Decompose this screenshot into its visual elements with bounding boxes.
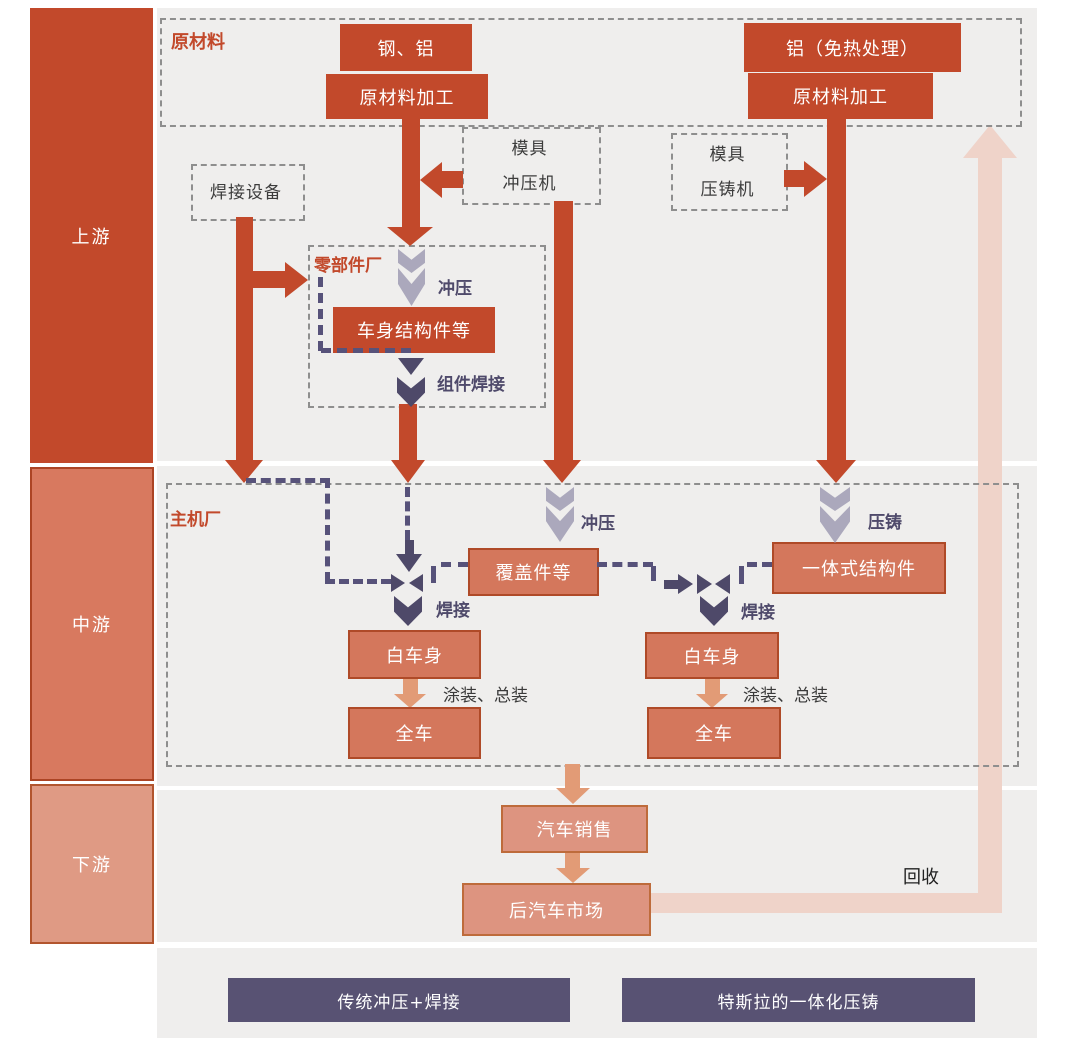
traditional-dash-oem-bottom <box>325 579 391 584</box>
biw-to-car-left-arrowhead-icon <box>394 694 426 708</box>
stamping-machine-to-oem-line <box>554 201 573 460</box>
stamping-machine-label: 冲压机 <box>502 173 557 194</box>
junction-left-arrow-down-icon <box>396 554 422 572</box>
recycle-path-horizontal <box>647 893 1002 913</box>
recycle-arrowhead-up-icon <box>963 125 1017 158</box>
component-welding-step-label: 组件焊接 <box>437 375 505 395</box>
traditional-dash-parts-horizontal <box>321 348 411 353</box>
legend-tesla-box: 特斯拉的一体化压铸 <box>622 978 975 1022</box>
stamping-machine-arrow-stem <box>442 171 463 188</box>
oem-to-sales-arrow-stem <box>565 764 580 788</box>
flow-raw-to-parts-line <box>402 119 420 227</box>
junction-right-arrow-right-icon <box>678 574 693 594</box>
body-in-white-left-box: 白车身 <box>348 630 481 679</box>
parts-to-oem-arrowhead-icon <box>391 460 425 483</box>
traditional-dash-oem-left-vertical <box>325 478 330 582</box>
downstream-band-label: 下游 <box>72 855 112 876</box>
recycle-path-vertical <box>978 158 1002 913</box>
integrated-left-dash <box>747 562 772 567</box>
oem-stamping-step-label: 冲压 <box>581 514 615 534</box>
mold-label-diecasting: 模具 <box>709 144 746 165</box>
welding-equipment-arrowhead-icon <box>225 460 263 483</box>
biw-to-car-left-arrow-stem <box>403 677 418 694</box>
upstream-band-label: 上游 <box>71 226 112 248</box>
diecasting-machine-arrow-stem <box>784 170 804 187</box>
upstream-band: 上游 <box>30 8 153 463</box>
integrated-structural-part-box: 一体式结构件 <box>772 542 946 594</box>
legend-traditional-box: 传统冲压+焊接 <box>228 978 570 1022</box>
traditional-dash-oem-top <box>246 478 330 483</box>
cover-parts-box: 覆盖件等 <box>468 548 599 596</box>
cover-parts-right-dash-corner <box>651 566 656 581</box>
midstream-panel <box>157 466 1037 786</box>
oem-diecasting-step-label: 压铸 <box>868 513 902 533</box>
sales-to-aftermarket-arrow-stem <box>565 851 580 868</box>
full-vehicle-right-box: 全车 <box>647 707 781 759</box>
raw-material-processing-right-box: 原材料加工 <box>748 73 933 119</box>
oem-label: 主机厂 <box>170 510 221 530</box>
junction-left-arrow-stem <box>405 540 414 554</box>
midstream-band-label: 中游 <box>72 615 112 636</box>
welding-equipment-label: 焊接设备 <box>210 183 282 203</box>
oem-group <box>166 483 1019 767</box>
diecast-to-oem-line <box>827 119 846 460</box>
mold-stamping-machine-box <box>462 127 601 205</box>
traditional-dash-center-vertical <box>405 487 410 540</box>
steel-aluminum-box: 钢、铝 <box>340 24 472 71</box>
welding-to-parts-arrowhead-right-icon <box>285 262 308 298</box>
biw-to-car-right-arrow-stem <box>705 677 720 694</box>
midstream-band: 中游 <box>30 467 154 781</box>
paint-assembly-right-label: 涂装、总装 <box>743 686 828 706</box>
diecasting-machine-arrowhead-right-icon <box>804 161 827 197</box>
diecast-to-oem-arrowhead-icon <box>816 460 856 483</box>
integrated-left-dash-corner <box>739 566 744 584</box>
vehicle-sales-box: 汽车销售 <box>501 805 648 853</box>
flow-raw-to-parts-arrowhead-icon <box>387 227 433 246</box>
welding-to-parts-arrow-stem <box>252 271 285 288</box>
stamping-machine-arrowhead-left-icon <box>420 162 442 198</box>
welding-step-left-label: 焊接 <box>436 601 470 621</box>
welding-step-right-label: 焊接 <box>741 603 775 623</box>
junction-right-arrow-stem <box>664 580 678 589</box>
diecasting-machine-label: 压铸机 <box>700 179 755 200</box>
raw-materials-group-label: 原材料 <box>171 32 225 53</box>
downstream-band: 下游 <box>30 784 154 944</box>
cover-parts-right-dash <box>597 562 653 567</box>
cover-parts-left-dash-corner <box>431 566 436 583</box>
paint-assembly-left-label: 涂装、总装 <box>443 686 528 706</box>
full-vehicle-left-box: 全车 <box>348 707 481 759</box>
cover-parts-left-dash <box>441 562 468 567</box>
body-structural-parts-box: 车身结构件等 <box>333 307 495 353</box>
junction-left-bowtie-right-icon <box>391 574 405 592</box>
stamping-machine-to-oem-arrowhead-icon <box>543 460 581 483</box>
sales-to-aftermarket-arrowhead-icon <box>556 868 590 883</box>
biw-to-car-right-arrowhead-icon <box>696 694 728 708</box>
junction-right-bowtie-right-icon <box>697 574 712 594</box>
body-in-white-right-box: 白车身 <box>645 632 779 679</box>
traditional-dash-parts-vertical <box>318 277 323 351</box>
oem-to-sales-arrowhead-icon <box>556 788 590 804</box>
recycling-label: 回收 <box>903 867 939 888</box>
component-welding-arrow-icon <box>398 358 424 375</box>
mold-label-stamping: 模具 <box>511 138 548 159</box>
junction-right-bowtie-left-icon <box>715 574 730 594</box>
aftermarket-box: 后汽车市场 <box>462 883 651 936</box>
parts-stamping-step-label: 冲压 <box>438 279 472 299</box>
raw-material-processing-left-box: 原材料加工 <box>326 74 488 119</box>
aluminum-heat-free-box: 铝（免热处理） <box>744 23 961 72</box>
welding-equipment-line <box>236 217 253 460</box>
parts-factory-label: 零部件厂 <box>314 256 382 276</box>
parts-factory-group <box>308 245 546 408</box>
parts-to-oem-line <box>399 404 417 460</box>
junction-left-bowtie-left-icon <box>409 574 423 592</box>
raw-materials-group <box>160 18 1022 127</box>
